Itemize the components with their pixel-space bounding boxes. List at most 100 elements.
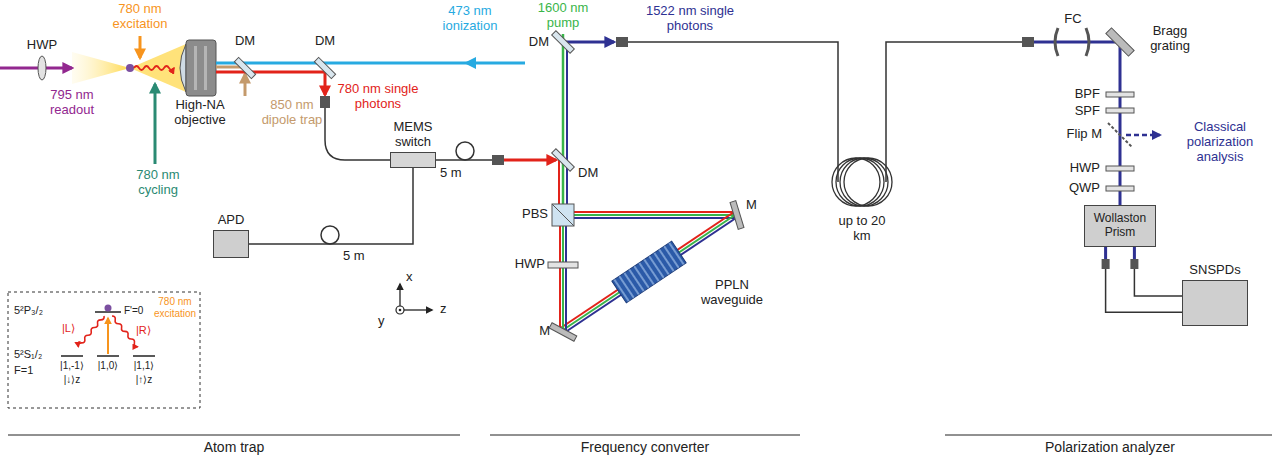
- art-rect: [612, 241, 686, 303]
- art-path: [180, 44, 186, 92]
- label-text: HWP: [515, 257, 545, 272]
- fiber-connector: [1106, 247, 1182, 312]
- label-text: 1600 nm pump: [533, 1, 593, 31]
- art-rect: [1022, 37, 1034, 47]
- label-text: 780 nm excitation: [150, 296, 200, 319]
- art-rect: [8, 292, 200, 408]
- art-line: [574, 214, 735, 216]
- label-text: 5 m: [343, 249, 365, 264]
- art-line: [562, 226, 564, 330]
- label-text: SPF: [1075, 104, 1100, 119]
- component-box: APD: [213, 230, 249, 258]
- component-label: APD: [218, 213, 245, 228]
- label-text: 780 nm excitation: [105, 2, 175, 32]
- art-circle: [321, 226, 339, 244]
- art-line: [0, 67, 72, 70]
- label-text: z: [440, 302, 447, 317]
- art-circle: [836, 158, 884, 206]
- art-path: [134, 66, 174, 70]
- label-text: |1,1⟩: [134, 360, 155, 372]
- label-text: |↓⟩z: [64, 374, 81, 386]
- label-text: High-NA objective: [164, 98, 236, 128]
- art-rect: [186, 40, 216, 96]
- art-circle: [396, 306, 404, 314]
- art-rect: [612, 241, 686, 303]
- label-text: 5 m: [440, 166, 462, 181]
- art-line: [574, 217, 735, 219]
- label-text: y: [378, 314, 385, 329]
- art-rect: [1106, 108, 1134, 113]
- component-label: SNSPDs: [1189, 263, 1240, 278]
- label-text: HWP: [1070, 161, 1100, 176]
- art-line: [133, 355, 155, 357]
- art-line: [558, 160, 560, 204]
- art-path: [628, 42, 1022, 182]
- label-text: Bragg grating: [1140, 24, 1200, 54]
- art-line: [244, 74, 247, 96]
- art-rect: [549, 323, 577, 341]
- label-text: PPLN waveguide: [692, 278, 772, 308]
- art-ellipse: [38, 56, 46, 80]
- art-line: [97, 355, 119, 357]
- art-circle: [844, 158, 892, 206]
- art-line: [154, 84, 157, 164]
- art-rect: [548, 262, 578, 268]
- label-text: DM: [315, 34, 335, 49]
- art-rect: [194, 46, 197, 90]
- art-line: [563, 215, 735, 330]
- art-rect: [1106, 92, 1134, 97]
- label-text: DM: [235, 34, 255, 49]
- art-line: [561, 213, 733, 328]
- art-rect: [616, 37, 628, 47]
- component-box: SNSPDs: [1182, 280, 1248, 326]
- art-path: [111, 315, 139, 348]
- component-label: MEMS switch: [389, 120, 437, 150]
- art-rect: [1106, 186, 1134, 191]
- art-rect: [314, 57, 335, 78]
- art-path: [325, 108, 390, 160]
- art-line: [945, 435, 1272, 436]
- split-beam: [1133, 247, 1136, 259]
- art-line: [565, 218, 737, 333]
- art-line: [1034, 41, 1120, 44]
- art-path: [1086, 28, 1089, 56]
- label-text: 5²S₁/₂: [14, 348, 42, 361]
- label-text: 780 nm single photons: [333, 82, 423, 112]
- art-line: [1119, 42, 1122, 205]
- art-g: [612, 241, 686, 303]
- label-text: HWP: [27, 38, 57, 53]
- component-box: MEMS switch: [390, 152, 436, 168]
- art-path: [77, 315, 105, 348]
- label-text: 1522 nm single photons: [645, 4, 735, 34]
- art-rect: [234, 57, 255, 78]
- label-text: Frequency converter: [581, 439, 709, 455]
- art-path: [1055, 28, 1058, 56]
- label-text: |1,-1⟩: [60, 360, 84, 372]
- art-circle: [840, 158, 888, 206]
- label-text: |L⟩: [62, 322, 75, 335]
- art-polygon: [72, 52, 130, 84]
- label-text: Atom trap: [204, 439, 265, 455]
- label-text: up to 20 km: [832, 214, 892, 244]
- art-rect: [1106, 28, 1134, 56]
- label-text: Classical polarization analysis: [1166, 120, 1274, 165]
- art-line: [552, 204, 574, 226]
- label-text: F'=0: [124, 305, 143, 317]
- art-line: [1126, 134, 1160, 137]
- art-polyline: [216, 62, 525, 65]
- art-rect: [492, 155, 504, 165]
- art-polygon: [130, 44, 186, 92]
- art-line: [400, 309, 432, 310]
- art-circle: [126, 64, 134, 72]
- label-text: 5²P₃/₂: [14, 304, 43, 317]
- art-rect: [1106, 166, 1134, 171]
- label-text: |R⟩: [136, 324, 151, 337]
- art-rect: [552, 204, 574, 226]
- art-rect: [552, 31, 575, 54]
- label-text: DM: [578, 166, 598, 181]
- label-text: BPF: [1075, 87, 1100, 102]
- component-label: Wollaston Prism: [1089, 212, 1151, 240]
- label-text: Polarization analyzer: [1045, 439, 1175, 455]
- label-text: M: [539, 324, 550, 339]
